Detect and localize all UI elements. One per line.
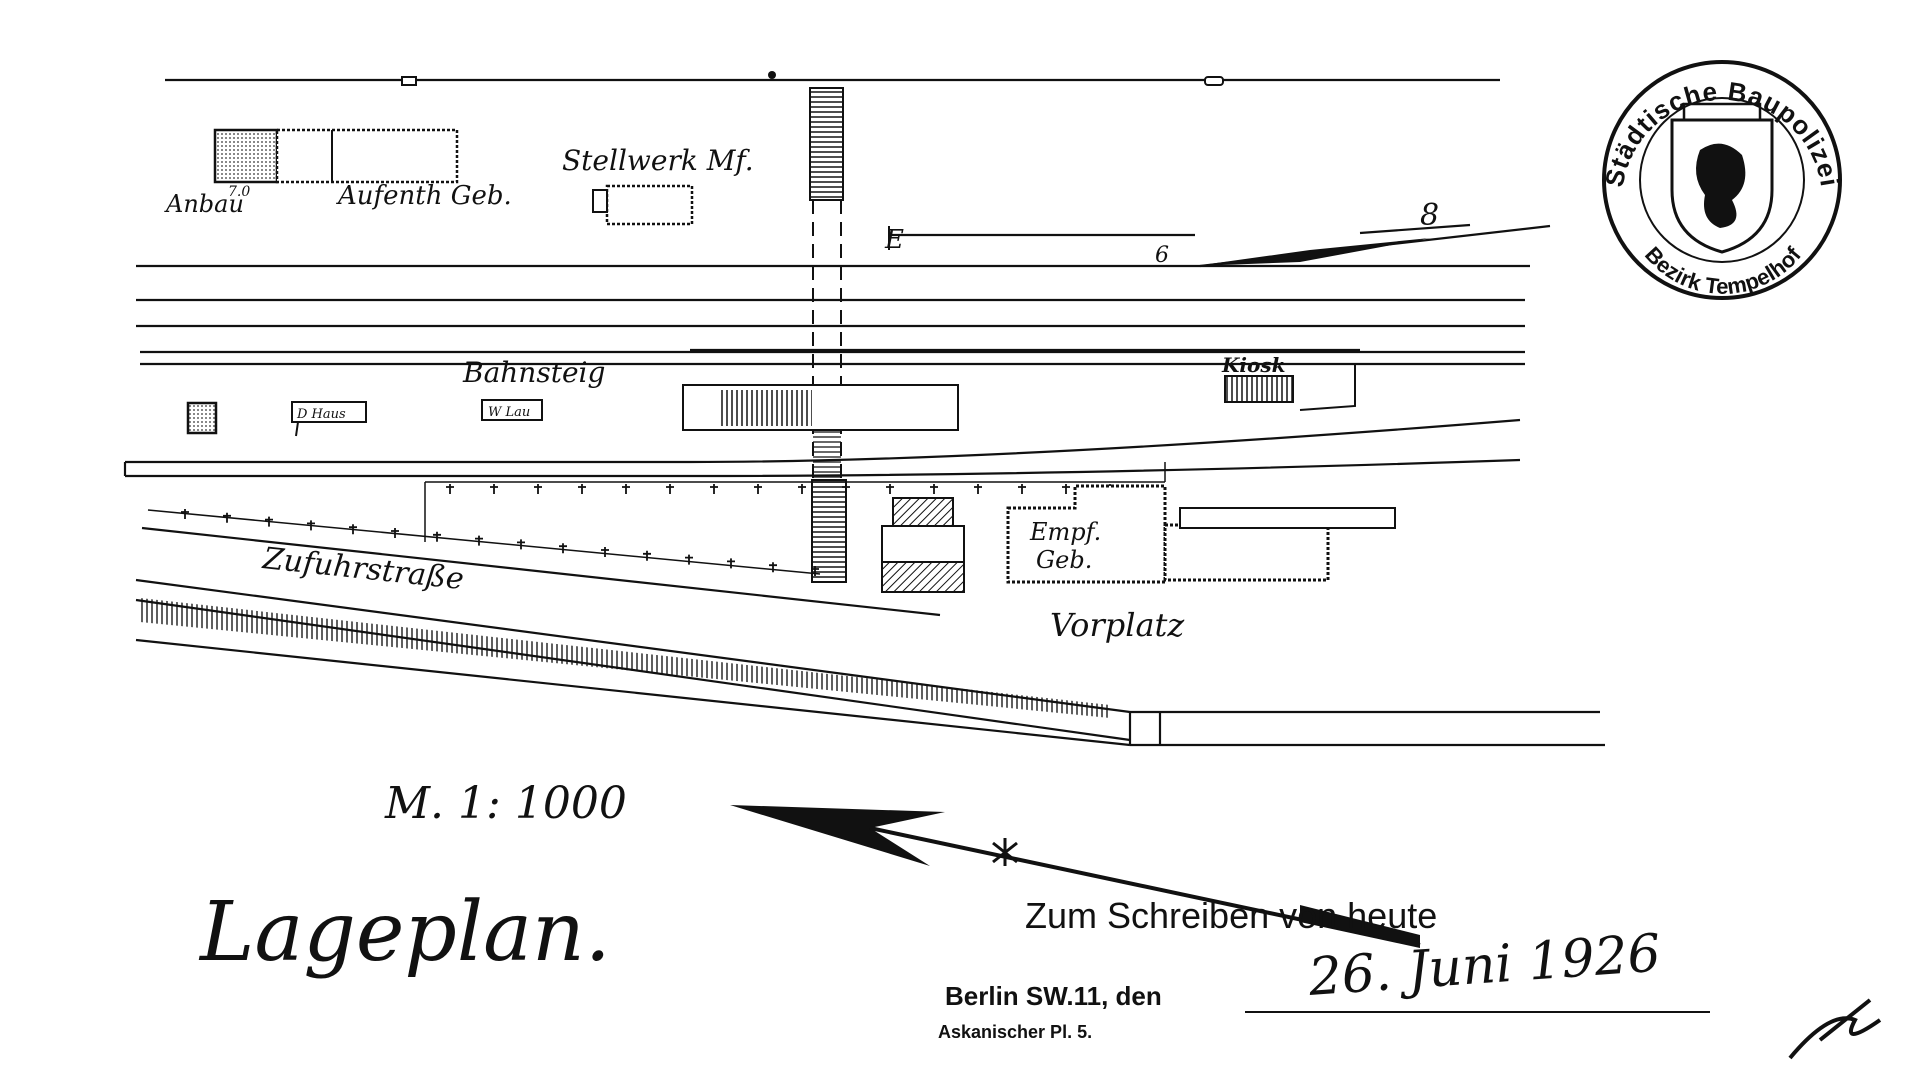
track-number-8: 8 bbox=[1420, 198, 1439, 233]
address-text: Askanischer Pl. 5. bbox=[938, 1022, 1092, 1042]
fence-post bbox=[265, 516, 273, 527]
fence-post bbox=[475, 535, 483, 546]
platform-shelter bbox=[682, 384, 959, 431]
track-marker-e: E bbox=[884, 225, 904, 255]
platform-kiosk-small bbox=[186, 401, 218, 435]
survey-point bbox=[768, 71, 776, 79]
fence-post bbox=[622, 484, 630, 494]
place-text: Berlin SW.11, den bbox=[945, 981, 1162, 1011]
fence-post bbox=[307, 520, 315, 531]
fence-post bbox=[601, 547, 609, 557]
fence-post bbox=[727, 558, 735, 569]
reception-building bbox=[1006, 484, 1396, 584]
fence-line bbox=[147, 462, 1166, 575]
platform-sign-2 bbox=[481, 399, 543, 421]
reception-label-1: Empf. bbox=[1029, 518, 1101, 546]
fence-post bbox=[710, 484, 718, 494]
track-number-6: 6 bbox=[1155, 243, 1169, 268]
fence-post bbox=[181, 509, 189, 519]
stay-building bbox=[275, 128, 459, 184]
fence-post bbox=[886, 484, 894, 494]
coat-of-arms-icon bbox=[1670, 102, 1774, 254]
stay-building-label: Aufenth Geb. bbox=[336, 181, 512, 211]
reference-text: Zum Schreiben von heute bbox=[1025, 895, 1437, 936]
fence-post bbox=[798, 484, 806, 494]
platform-sign-1-text: D Haus bbox=[296, 407, 346, 422]
scale-label: M. 1: 1000 bbox=[384, 778, 627, 829]
fence-post bbox=[1062, 484, 1070, 494]
fence-post bbox=[685, 554, 693, 565]
plan-title: Lageplan. bbox=[198, 885, 611, 980]
annex-label: Anbau bbox=[164, 190, 244, 218]
fence-post bbox=[974, 484, 982, 494]
signature-paraph bbox=[1788, 998, 1882, 1060]
dimension-label: 7.0 bbox=[228, 184, 250, 200]
fence-post bbox=[490, 484, 498, 494]
platform-sign-post bbox=[295, 421, 299, 437]
house-mark-icon bbox=[992, 838, 1018, 866]
platform-sign-2-text: W Lau bbox=[488, 405, 530, 420]
road-rail-bed bbox=[140, 598, 1110, 718]
track-switch bbox=[1195, 238, 1430, 266]
fence-post bbox=[666, 484, 674, 494]
signal-box bbox=[592, 184, 694, 226]
fence-post bbox=[433, 531, 441, 542]
fence-post bbox=[534, 484, 542, 494]
hatched-building bbox=[881, 497, 965, 593]
platform-label: Bahnsteig bbox=[462, 356, 605, 389]
forecourt-label: Vorplatz bbox=[1050, 606, 1185, 644]
fence-post bbox=[517, 539, 525, 550]
platform-sign-1 bbox=[291, 401, 367, 423]
kiosk bbox=[1224, 363, 1356, 411]
fence-post bbox=[349, 524, 357, 535]
fence-post bbox=[1018, 484, 1026, 494]
access-road-label: Zufuhrstraße bbox=[260, 541, 465, 597]
fence-post bbox=[754, 484, 762, 494]
fence-post bbox=[769, 562, 777, 573]
fence-post bbox=[643, 550, 651, 561]
reception-label-2: Geb. bbox=[1036, 546, 1092, 574]
kiosk-label: Kiosk bbox=[1221, 353, 1285, 377]
signal-box-label: Stellwerk Mf. bbox=[562, 144, 754, 177]
fence-post bbox=[446, 484, 454, 494]
fence-post bbox=[223, 512, 231, 523]
fence-post bbox=[391, 528, 399, 538]
rail-joint bbox=[401, 76, 417, 86]
underpass bbox=[809, 87, 847, 583]
date-handwritten: 26. Juni 1926 bbox=[1306, 924, 1663, 1009]
rail-joint bbox=[1204, 76, 1224, 86]
fence-post bbox=[930, 484, 938, 494]
annex-building bbox=[213, 128, 279, 184]
fence-post bbox=[578, 484, 586, 494]
fence-post bbox=[811, 566, 819, 576]
fence-post bbox=[559, 543, 567, 554]
authority-stamp: Städtische Baupolizei Bezirk Tempelhof bbox=[1599, 60, 1844, 300]
fence-post bbox=[842, 484, 850, 494]
north-arrow-icon bbox=[730, 805, 1421, 948]
